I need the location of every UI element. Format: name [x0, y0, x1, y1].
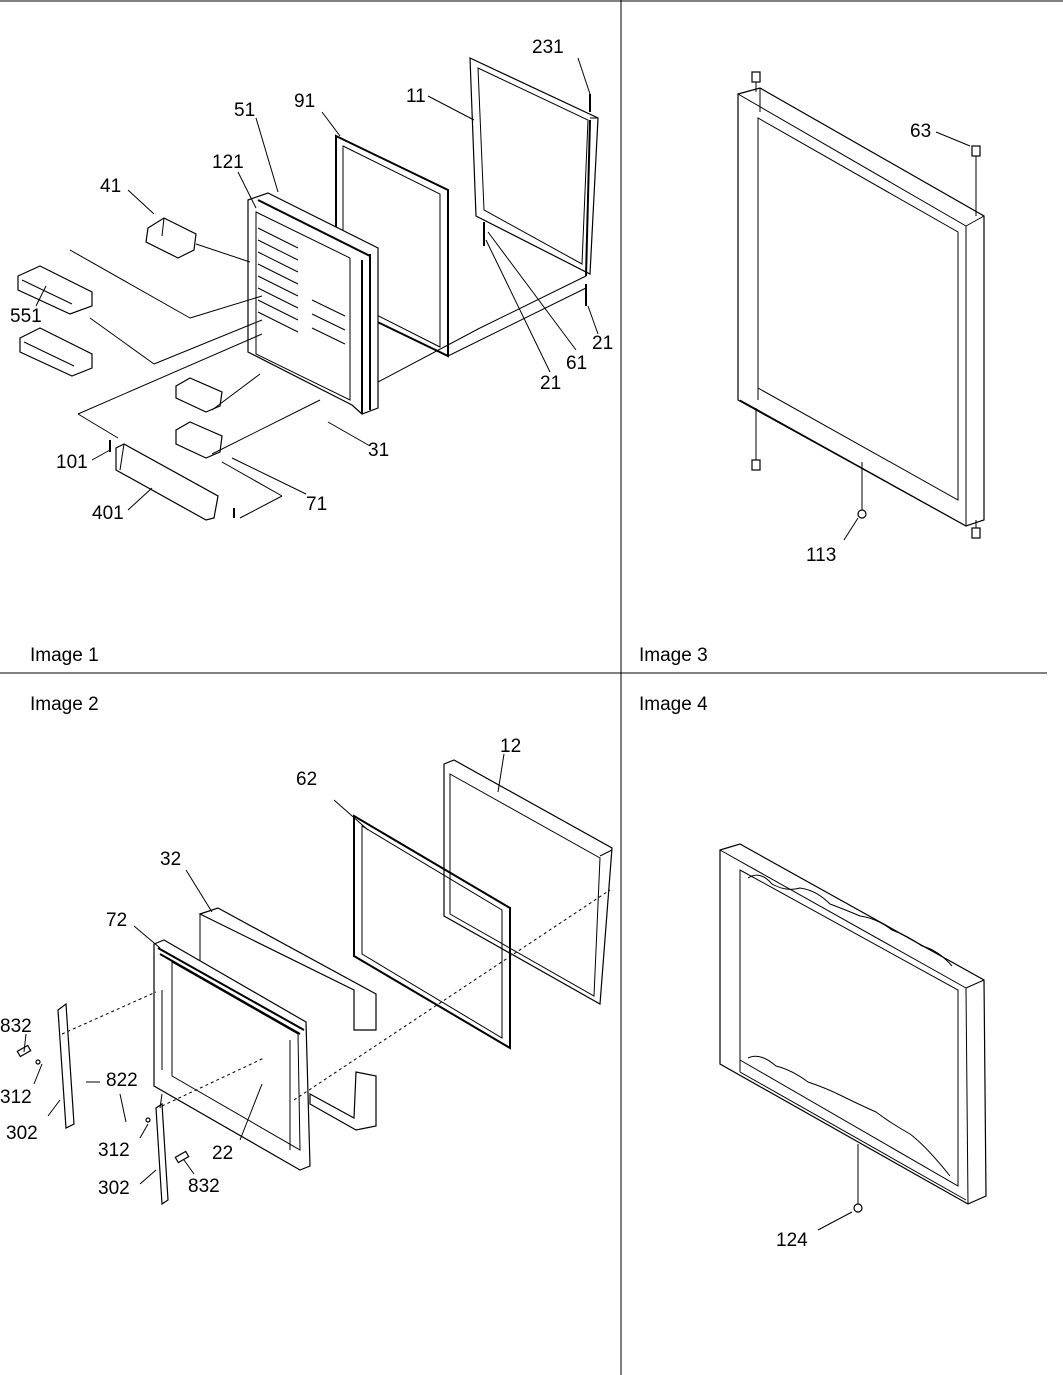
image-2-leader-lines	[23, 753, 505, 1185]
callout-41: 41	[100, 176, 121, 197]
callout-63: 63	[910, 121, 931, 142]
panel-caption-image-1: Image 1	[30, 645, 99, 666]
part-72-inner-door	[153, 939, 311, 1171]
screw-113	[857, 509, 867, 519]
part-401-door-rail	[109, 440, 235, 521]
image-1-door-assembly: 231 91 11 51 121 41 551 21 61 21 31 101 …	[10, 37, 613, 524]
image-1-assembly-lines	[69, 94, 591, 519]
part-12-door-outer-panel	[443, 759, 613, 1005]
fastener-bottom-right	[971, 527, 981, 539]
part-832-lower	[174, 1150, 190, 1164]
fastener-top-left	[751, 71, 761, 83]
callout-113: 113	[806, 545, 836, 566]
callout-121: 121	[212, 152, 244, 173]
part-62-door-gasket	[353, 814, 511, 1050]
callout-231: 231	[532, 37, 564, 58]
callout-312-upper: 312	[0, 1087, 32, 1108]
callout-101: 101	[56, 452, 88, 473]
callout-551: 551	[10, 306, 42, 327]
image-1-leader-lines	[35, 57, 599, 511]
callout-302-lower: 302	[98, 1178, 130, 1199]
panel-caption-image-3: Image 3	[639, 645, 708, 666]
callout-832-lower: 832	[188, 1176, 220, 1197]
fastener-bottom-left	[751, 459, 761, 471]
callout-22: 22	[212, 1143, 233, 1164]
callout-11: 11	[406, 86, 426, 107]
image-4-door-frame: 124	[719, 843, 987, 1251]
part-551-door-shelf-upper	[17, 265, 93, 315]
callout-822: 822	[106, 1070, 138, 1091]
panel-caption-image-2: Image 2	[30, 694, 99, 715]
part-11-door-panel	[469, 57, 599, 277]
callout-62: 62	[296, 769, 317, 790]
image-3-door-frame: 63 113	[737, 71, 985, 566]
part-551-door-shelf-lower	[19, 327, 93, 377]
callout-302-upper: 302	[6, 1123, 38, 1144]
callout-832-upper: 832	[0, 1016, 32, 1037]
fastener-63	[971, 145, 981, 157]
panel-caption-image-4: Image 4	[639, 694, 708, 715]
callout-71: 71	[306, 494, 327, 515]
image-2-assembly-lines	[61, 889, 611, 1109]
callout-12: 12	[500, 736, 521, 757]
callout-91: 91	[294, 91, 315, 112]
callout-31: 31	[368, 440, 389, 461]
callout-312-lower: 312	[98, 1140, 130, 1161]
part-71-small-bin-upper	[175, 377, 223, 413]
image-2-door-assembly: 12 62 32 72 832 312 822 302 312 22 302 8…	[0, 736, 613, 1206]
part-71-small-bin-lower	[175, 421, 223, 459]
part-312-lower	[145, 1117, 151, 1123]
screw-124	[853, 1203, 863, 1213]
callout-32: 32	[160, 849, 181, 870]
part-32-insulation	[198, 907, 377, 1131]
callout-72: 72	[106, 910, 127, 931]
part-31-door-liner	[247, 192, 379, 415]
callout-51: 51	[234, 100, 255, 121]
callout-21-right: 21	[592, 333, 613, 354]
part-41-dairy-bin	[145, 217, 197, 259]
callout-124: 124	[776, 1230, 808, 1251]
part-312-upper	[35, 1059, 41, 1065]
callout-61: 61	[566, 353, 587, 374]
part-302-hinge-plate-upper	[57, 1002, 75, 1129]
callout-401: 401	[92, 503, 124, 524]
callout-21-left: 21	[540, 373, 561, 394]
part-302-hinge-plate-lower	[155, 1102, 169, 1206]
